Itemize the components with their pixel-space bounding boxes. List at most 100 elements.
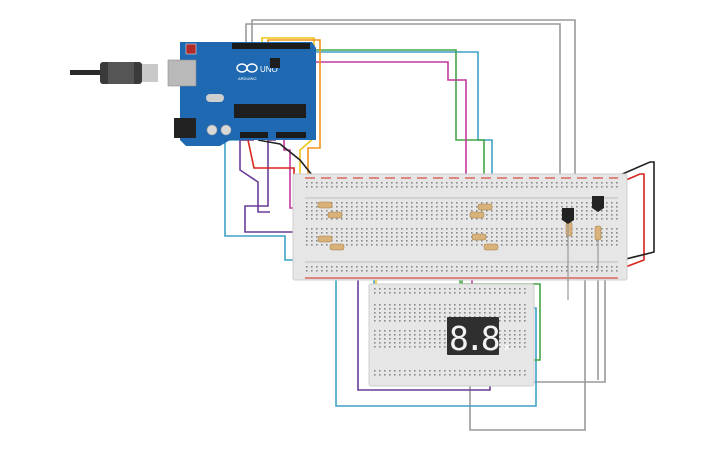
- breadboard-hole: [476, 240, 478, 242]
- resistor-7[interactable]: [471, 233, 487, 241]
- breadboard-hole: [601, 244, 603, 246]
- breadboard-hole: [379, 304, 381, 306]
- breadboard-hole: [586, 266, 588, 268]
- breadboard-hole: [376, 232, 378, 234]
- breadboard-hole: [509, 338, 511, 340]
- breadboard-hole: [591, 244, 593, 246]
- breadboard-hole: [571, 244, 573, 246]
- breadboard-hole: [439, 288, 441, 290]
- breadboard-hole: [576, 214, 578, 216]
- breadboard-hole: [441, 182, 443, 184]
- breadboard-hole: [311, 266, 313, 268]
- breadboard-hole: [546, 218, 548, 220]
- breadboard-hole: [346, 240, 348, 242]
- red-wire-right[interactable]: [611, 173, 645, 273]
- reset-button[interactable]: [185, 43, 197, 55]
- breadboard-hole: [524, 312, 526, 314]
- breadboard-hole: [341, 240, 343, 242]
- breadboard-hole: [434, 342, 436, 344]
- breadboard-hole: [366, 210, 368, 212]
- breadboard-hole: [391, 270, 393, 272]
- resistor-10[interactable]: [594, 225, 602, 241]
- breadboard-hole: [516, 244, 518, 246]
- breadboard-hole: [456, 228, 458, 230]
- breadboard-hole: [381, 186, 383, 188]
- black-wire-right[interactable]: [603, 161, 655, 265]
- breadboard-hole: [374, 334, 376, 336]
- breadboard-hole: [346, 202, 348, 204]
- power-header: [240, 132, 268, 138]
- breadboard-hole: [419, 370, 421, 372]
- green-wire-1[interactable]: [300, 49, 485, 200]
- breadboard-hole: [351, 186, 353, 188]
- breadboard-hole: [546, 240, 548, 242]
- breadboard-hole: [439, 320, 441, 322]
- breadboard-hole: [571, 266, 573, 268]
- resistor-1[interactable]: [317, 201, 333, 209]
- breadboard-hole: [581, 214, 583, 216]
- breadboard-hole: [526, 206, 528, 208]
- seven-segment-display[interactable]: 8.8.: [447, 317, 516, 358]
- breadboard-hole: [306, 228, 308, 230]
- breadboard-hole: [566, 266, 568, 268]
- breadboard-hole: [524, 308, 526, 310]
- black-wire-arduino[interactable]: [257, 139, 317, 181]
- breadboard-hole: [326, 232, 328, 234]
- breadboard-hole: [356, 244, 358, 246]
- breadboard-hole: [451, 240, 453, 242]
- arduino-uno-board[interactable]: UNO ARDUINO: [70, 42, 316, 146]
- sensor-2[interactable]: [592, 196, 604, 212]
- breadboard-hole: [424, 334, 426, 336]
- breadboard-hole: [429, 308, 431, 310]
- breadboard-hole: [606, 186, 608, 188]
- breadboard-hole: [326, 266, 328, 268]
- breadboard-hole: [516, 210, 518, 212]
- breadboard-hole: [356, 186, 358, 188]
- breadboard-hole: [439, 312, 441, 314]
- resistor-8[interactable]: [483, 243, 499, 251]
- breadboard-hole: [399, 374, 401, 376]
- resistor-3[interactable]: [317, 235, 333, 243]
- breadboard-hole: [346, 244, 348, 246]
- breadboard-hole: [426, 186, 428, 188]
- breadboard-hole: [616, 232, 618, 234]
- resistor-4[interactable]: [329, 243, 345, 251]
- breadboard-hole: [404, 338, 406, 340]
- resistor-2[interactable]: [327, 211, 343, 219]
- resistor-6[interactable]: [469, 211, 485, 219]
- breadboard-hole: [496, 240, 498, 242]
- purple-wire-3[interactable]: [239, 139, 270, 213]
- breadboard-hole: [356, 214, 358, 216]
- breadboard-hole: [414, 334, 416, 336]
- breadboard-hole: [376, 240, 378, 242]
- breadboard-hole: [414, 312, 416, 314]
- breadboard-hole: [519, 338, 521, 340]
- breadboard-hole: [356, 236, 358, 238]
- arduino-uno-text: UNO: [260, 65, 278, 74]
- breadboard-hole: [499, 304, 501, 306]
- breadboard-hole: [496, 270, 498, 272]
- breadboard-hole: [421, 210, 423, 212]
- breadboard-hole: [509, 370, 511, 372]
- breadboard-hole: [501, 244, 503, 246]
- resistor-5[interactable]: [477, 203, 493, 211]
- breadboard-hole: [404, 320, 406, 322]
- breadboard-hole: [394, 316, 396, 318]
- breadboard-hole: [551, 206, 553, 208]
- resistor-9[interactable]: [565, 221, 573, 237]
- breadboard-hole: [406, 206, 408, 208]
- breadboard-hole: [394, 374, 396, 376]
- breadboard-hole: [321, 218, 323, 220]
- breadboard-hole: [546, 202, 548, 204]
- breadboard-hole: [394, 346, 396, 348]
- breadboard-hole: [491, 182, 493, 184]
- breadboard-hole: [331, 186, 333, 188]
- breadboard-hole: [409, 292, 411, 294]
- breadboard-hole: [441, 236, 443, 238]
- breadboard-hole: [511, 202, 513, 204]
- sensor-1[interactable]: [562, 208, 574, 224]
- breadboard-hole: [411, 228, 413, 230]
- breadboard-hole: [449, 308, 451, 310]
- breadboard-hole: [556, 228, 558, 230]
- breadboard-hole: [394, 320, 396, 322]
